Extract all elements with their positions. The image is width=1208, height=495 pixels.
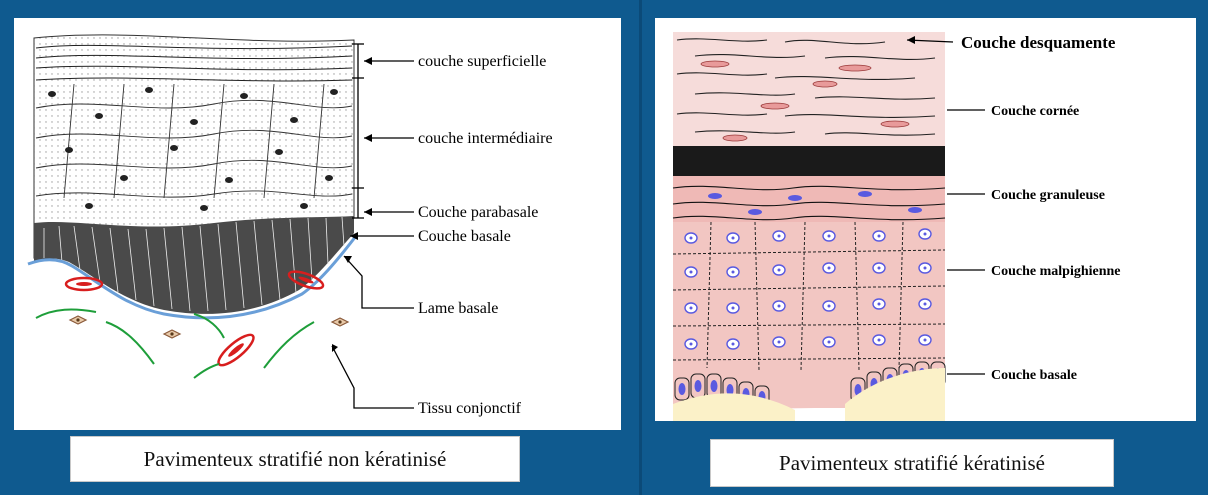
caption-non-keratinized: Pavimenteux stratifié non kératinisé xyxy=(70,436,520,482)
label-tissu-conjonctif: Tissu conjonctif xyxy=(418,400,522,417)
caption-keratinized-text: Pavimenteux stratifié kératinisé xyxy=(779,451,1045,476)
label-basale-right: Couche basale xyxy=(991,368,1077,383)
label-malpighienne: Couche malpighienne xyxy=(991,264,1121,279)
label-cornee: Couche cornée xyxy=(991,104,1079,119)
caption-non-keratinized-text: Pavimenteux stratifié non kératinisé xyxy=(144,447,447,472)
stratum-granulosum xyxy=(673,176,945,222)
label-superficielle: couche superficielle xyxy=(418,53,546,70)
label-parabasale: Couche parabasale xyxy=(418,204,538,221)
label-basale-left: Couche basale xyxy=(418,228,511,245)
stratum-corneum xyxy=(673,32,945,146)
non-keratinized-illustration: couche superficielle couche intermédiair… xyxy=(14,18,621,430)
label-lame-basale: Lame basale xyxy=(418,300,498,317)
basal-layer xyxy=(34,216,354,314)
caption-keratinized: Pavimenteux stratifié kératinisé xyxy=(710,439,1114,487)
panel-divider xyxy=(639,0,642,495)
diagram-keratinized: Couche desquamente Couche cornée Couche … xyxy=(655,18,1196,421)
label-granuleuse: Couche granuleuse xyxy=(991,188,1105,203)
label-desquamente: Couche desquamente xyxy=(961,33,1116,52)
diagram-non-keratinized: couche superficielle couche intermédiair… xyxy=(14,18,621,430)
label-intermediaire: couche intermédiaire xyxy=(418,130,553,147)
keratinized-illustration: Couche desquamente Couche cornée Couche … xyxy=(655,18,1196,421)
stratum-granulosum-dark xyxy=(673,146,945,176)
